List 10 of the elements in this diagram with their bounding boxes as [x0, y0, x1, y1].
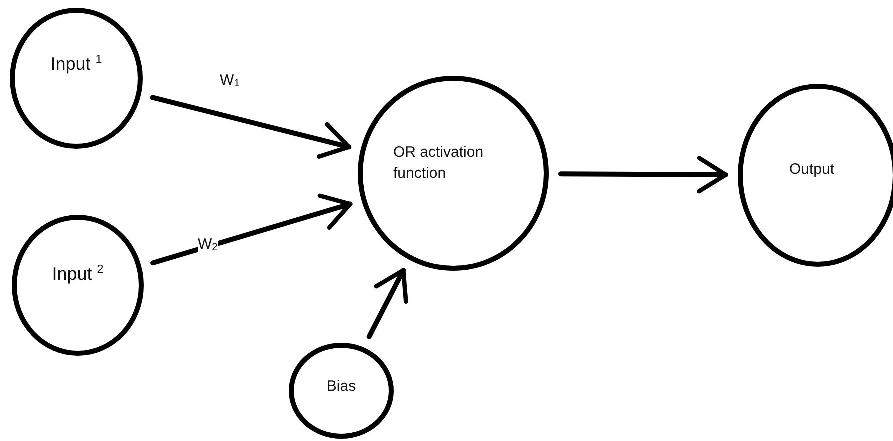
- edge-label: W$_{2}$: [198, 236, 218, 254]
- arrow: [558, 156, 728, 194]
- arrow: [366, 268, 408, 340]
- node-label: Input $^{1}$: [50, 52, 102, 76]
- arrow: [150, 194, 353, 266]
- node-label: OR activation function: [394, 143, 485, 184]
- node-label: Output: [789, 160, 835, 180]
- node-label: Input $^{2}$: [52, 262, 104, 286]
- node-label: Bias: [326, 376, 356, 397]
- arrow: [150, 95, 352, 160]
